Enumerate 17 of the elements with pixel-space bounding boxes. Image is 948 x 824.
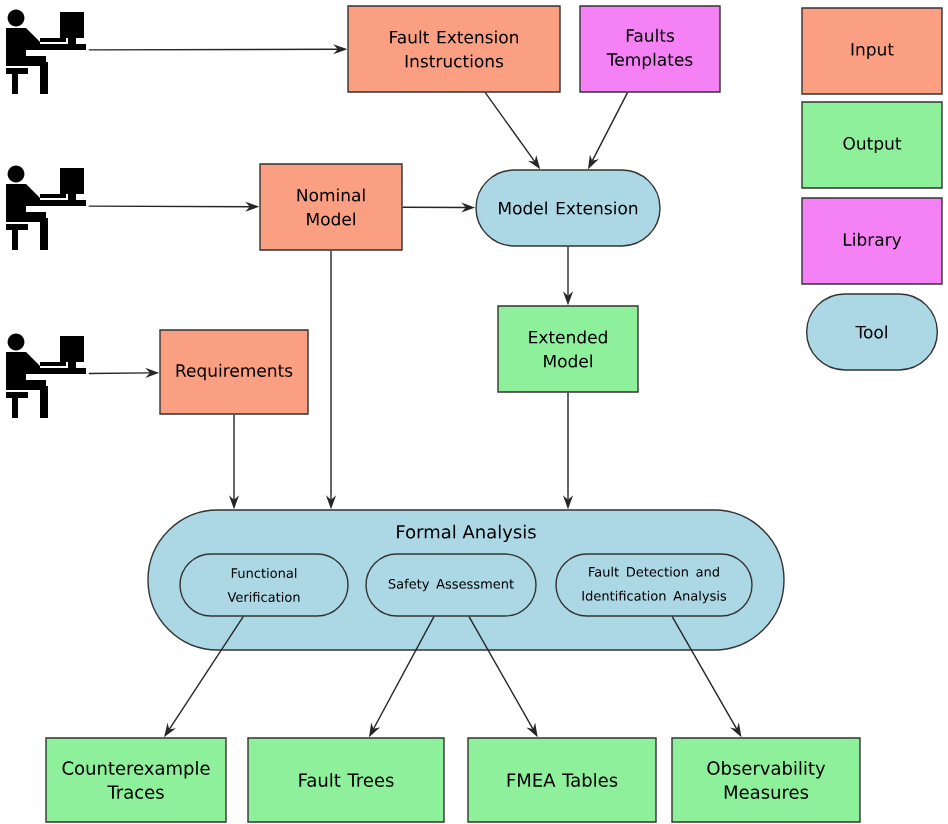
process-box: Fault Trees: [247, 737, 445, 823]
legend-label: Tool: [855, 325, 887, 339]
person-at-computer-drawing: [6, 9, 86, 94]
legend-label: Library: [843, 232, 902, 250]
process-box: Fault Extension Instructions: [347, 5, 561, 93]
process-box: Extended Model: [497, 305, 639, 393]
process-box: Counterexample Traces: [45, 737, 227, 823]
legend-label: Input: [851, 43, 894, 59]
process-box: Observability Measures: [671, 737, 861, 823]
process-box: Nominal Model: [259, 163, 403, 251]
legend-label: Output: [843, 136, 902, 154]
person-at-computer-drawing: [6, 165, 86, 250]
tool-box: Model Extension: [475, 169, 661, 247]
process-box: Requirements: [159, 329, 309, 415]
process-box: FMEA Tables: [467, 737, 657, 823]
process-box: Faults Templates: [579, 5, 721, 93]
person-at-computer-drawing: [6, 333, 86, 418]
